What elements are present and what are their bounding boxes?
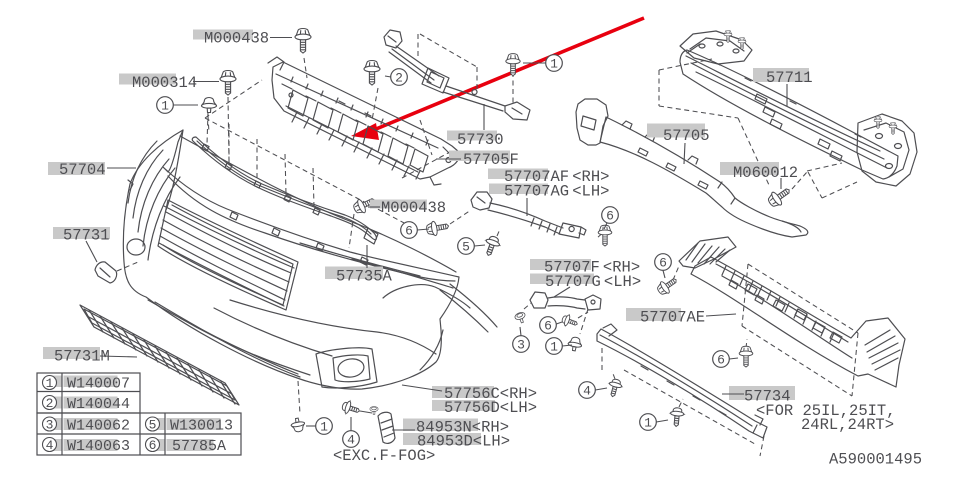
svg-text:4: 4 xyxy=(347,433,355,448)
svg-text:84953N<RH>: 84953N<RH> xyxy=(416,419,509,437)
svg-text:57731: 57731 xyxy=(63,227,110,245)
svg-text:W130013: W130013 xyxy=(170,418,233,435)
svg-text:57734: 57734 xyxy=(744,388,791,406)
svg-text:1: 1 xyxy=(644,416,652,431)
svg-text:1: 1 xyxy=(320,420,328,435)
svg-text:4: 4 xyxy=(583,384,591,399)
svg-text:3: 3 xyxy=(46,418,54,433)
svg-text:6: 6 xyxy=(717,353,725,368)
svg-text:A590001495: A590001495 xyxy=(829,451,922,469)
svg-text:6: 6 xyxy=(544,319,552,334)
svg-text:57711: 57711 xyxy=(766,69,813,87)
svg-text:57730: 57730 xyxy=(457,131,504,149)
svg-text:2: 2 xyxy=(395,71,403,86)
svg-text:M000438: M000438 xyxy=(381,199,446,217)
svg-text:6: 6 xyxy=(149,438,157,453)
svg-text:3: 3 xyxy=(517,338,525,353)
svg-text:6: 6 xyxy=(405,224,413,239)
svg-text:5: 5 xyxy=(149,418,157,433)
svg-text:57707AG <LH>: 57707AG <LH> xyxy=(504,183,609,201)
svg-text:1: 1 xyxy=(550,340,558,355)
svg-text:6: 6 xyxy=(659,256,667,271)
svg-text:4: 4 xyxy=(46,438,54,453)
svg-text:2: 2 xyxy=(46,396,54,411)
svg-text:57756D<LH>: 57756D<LH> xyxy=(444,399,537,417)
svg-text:24RL,24RT>: 24RL,24RT> xyxy=(801,416,894,434)
svg-text:1: 1 xyxy=(161,99,169,114)
svg-text:57705: 57705 xyxy=(663,127,710,145)
svg-text:57704: 57704 xyxy=(59,161,106,179)
svg-text:M000438: M000438 xyxy=(204,30,269,48)
svg-text:1: 1 xyxy=(46,376,54,391)
svg-text:5: 5 xyxy=(462,240,470,255)
svg-text:57707AE: 57707AE xyxy=(640,309,705,327)
svg-text:57707AF <RH>: 57707AF <RH> xyxy=(504,168,609,186)
svg-text:57785A: 57785A xyxy=(172,438,226,455)
svg-text:57731M: 57731M xyxy=(54,348,110,366)
svg-text:<EXC.F-FOG>: <EXC.F-FOG> xyxy=(333,447,435,465)
svg-text:W140044: W140044 xyxy=(67,396,130,413)
svg-text:57707F <RH>: 57707F <RH> xyxy=(544,259,640,277)
svg-text:M000314: M000314 xyxy=(132,74,197,92)
svg-text:57735A: 57735A xyxy=(336,268,393,286)
svg-text:84953D<LH>: 84953D<LH> xyxy=(417,433,510,451)
svg-text:M060012: M060012 xyxy=(733,164,798,182)
svg-text:57756C<RH>: 57756C<RH> xyxy=(444,385,537,403)
svg-text:W140063: W140063 xyxy=(67,438,130,455)
svg-text:6: 6 xyxy=(606,209,614,224)
svg-text:W140007: W140007 xyxy=(67,376,130,393)
svg-text:57705F: 57705F xyxy=(463,151,519,169)
svg-text:<FOR 25IL,25IT,: <FOR 25IL,25IT, xyxy=(756,402,896,420)
svg-text:1: 1 xyxy=(550,57,558,72)
svg-text:W140062: W140062 xyxy=(67,418,130,435)
svg-text:57707G <LH>: 57707G <LH> xyxy=(545,273,641,291)
